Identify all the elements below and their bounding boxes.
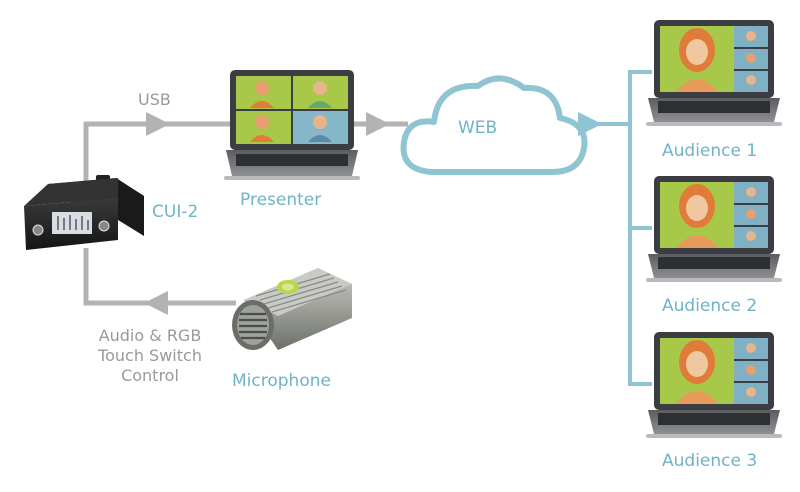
- web-arrow-grey: [366, 112, 390, 136]
- web-cloud: [400, 75, 588, 175]
- control-line: [83, 248, 236, 306]
- presenter-label: Presenter: [240, 190, 322, 210]
- control-arrow: [144, 291, 168, 315]
- audience-laptop-1: [646, 20, 782, 126]
- blue-connection-lines: [584, 70, 652, 386]
- microphone-label: Microphone: [232, 371, 331, 391]
- control-label-line-3: Control: [121, 366, 179, 385]
- audience-3-label: Audience 3: [662, 451, 758, 471]
- presenter-laptop: [224, 70, 360, 180]
- cui-2-label: CUI-2: [152, 202, 199, 222]
- usb-line: [83, 121, 232, 185]
- usb-label: USB: [138, 90, 171, 109]
- web-label: WEB: [458, 118, 498, 138]
- control-label: Audio & RGB Touch Switch Control: [70, 326, 230, 386]
- usb-arrow: [146, 112, 170, 136]
- cui-2-device: [24, 175, 144, 250]
- audience-laptop-3: [646, 332, 782, 438]
- audience-laptop-2: [646, 176, 782, 282]
- presenter-avatars: [250, 81, 332, 142]
- microphone-device: [232, 268, 352, 350]
- audience-1-label: Audience 1: [662, 141, 758, 161]
- web-arrow-blue: [578, 112, 602, 136]
- control-label-line-1: Audio & RGB: [98, 326, 202, 345]
- audience-2-label: Audience 2: [662, 296, 758, 316]
- control-label-line-2: Touch Switch: [98, 346, 202, 365]
